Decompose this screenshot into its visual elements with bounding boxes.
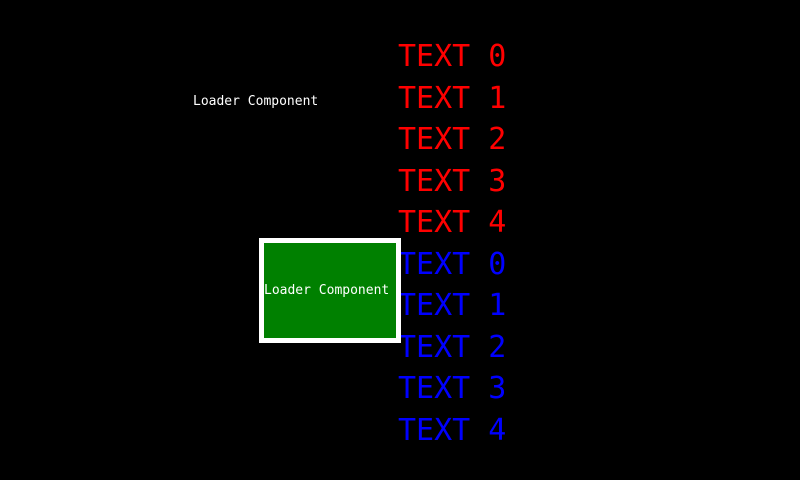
text-list-item[interactable]: TEXT 3 [398, 371, 507, 406]
text-list-item[interactable]: TEXT 0 [398, 246, 507, 282]
loader-component-box-content: Loader Component [264, 243, 396, 338]
text-list-item[interactable]: TEXT 0 [398, 39, 507, 74]
loader-component-label-inner: Loader Component [264, 282, 390, 298]
text-list-item[interactable]: TEXT 3 [398, 163, 507, 199]
text-item-list[interactable]: TEXT 0 TEXT 1 TEXT 2 TEXT 3 TEXT 4 TEXT 0 TEXT… [398, 36, 698, 451]
loader-component-box[interactable]: Loader Component [259, 238, 401, 343]
text-list-item[interactable]: TEXT 2 [398, 122, 507, 157]
text-list-item[interactable]: TEXT 4 [398, 205, 507, 240]
text-list-item[interactable]: TEXT 1 [398, 288, 507, 323]
text-list-item[interactable]: TEXT 2 [398, 329, 507, 365]
loader-component-label-top: Loader Component [193, 94, 319, 109]
text-list-item[interactable]: TEXT 4 [398, 412, 507, 448]
text-list-item[interactable]: TEXT 1 [398, 80, 507, 116]
